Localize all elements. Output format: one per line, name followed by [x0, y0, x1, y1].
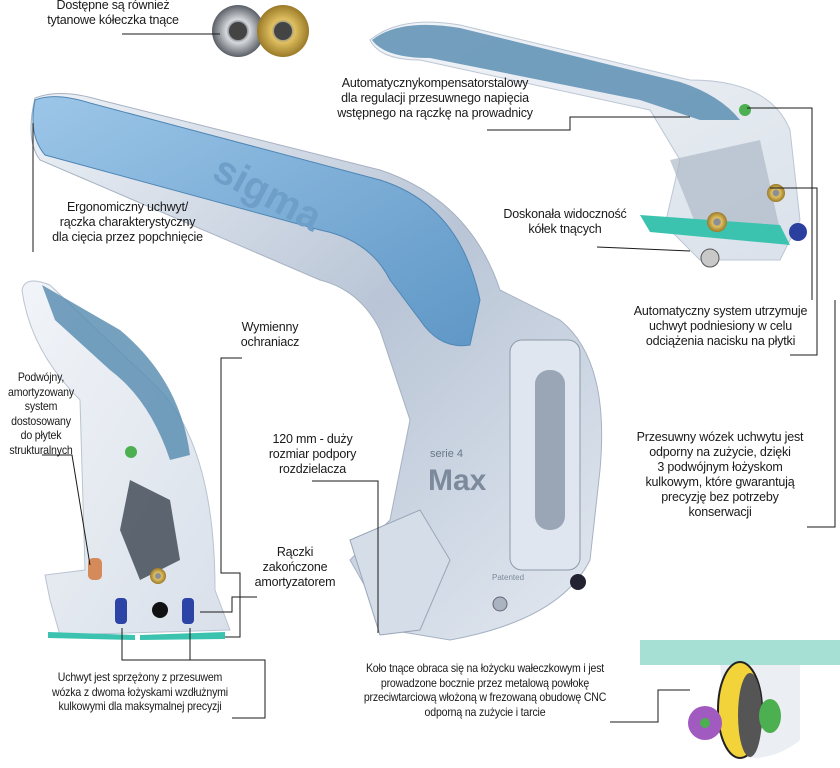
side-view-image [21, 280, 231, 640]
leader-lines [32, 33, 836, 723]
callout-auto-lift: Automatyczny system utrzymuje uchwyt pod… [633, 304, 808, 348]
callout-double-system: Podwójny, amortyzowany system dostosowan… [8, 370, 74, 457]
callout-titanium-wheels: Dostępne są również tytanowe kółeczka tn… [47, 0, 179, 27]
patent-mark: Patented [492, 573, 524, 582]
callout-visibility: Doskonała widoczność kółek tnących [503, 207, 627, 236]
callout-sliding-carriage: Przesuwny wózek uchwytu jest odporny na … [636, 430, 804, 519]
callout-support-size: 120 mm - duży rozmiar podpory rozdzielac… [268, 432, 357, 476]
callout-handles-damper: Rączki zakończone amortyzatorem [254, 545, 336, 589]
callout-protector: Wymienny ochraniacz [240, 320, 300, 349]
callout-coupled-handle: Uchwyt jest sprzężony z przesuwem wózka … [52, 670, 228, 713]
cutting-wheel-detail-image [640, 640, 840, 759]
callout-cutting-wheel: Koło tnące obraca się na łożycku wałeczk… [363, 661, 607, 719]
main-cutter-image: sigma serie 4 Max Patented [30, 92, 603, 641]
callout-compensator: Automatycznykompensatorstalowy dla regul… [337, 76, 533, 120]
transparent-head-image [369, 21, 807, 268]
callout-ergonomic-grip: Ergonomiczny uchwyt/ rączka charakteryst… [52, 200, 203, 244]
titanium-wheels-image [212, 5, 309, 57]
model-mark: Max [428, 464, 487, 497]
series-mark: serie 4 [430, 448, 463, 460]
